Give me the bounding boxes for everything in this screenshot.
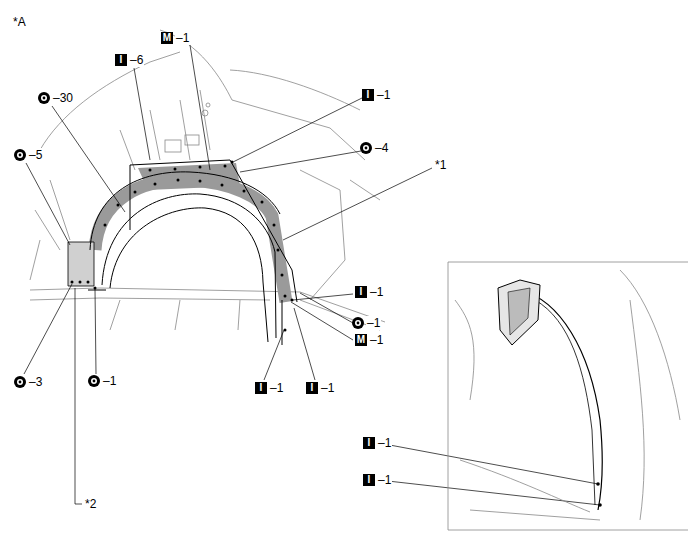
callout-number: –1: [377, 473, 392, 487]
callout-number: –1: [369, 285, 384, 299]
callout-number: –1: [369, 333, 384, 347]
callout-number: *1: [434, 158, 447, 172]
callout-number: –3: [28, 375, 43, 389]
callout-number: *A: [12, 15, 27, 29]
callout-number: –1: [269, 381, 284, 395]
callout-number: –6: [129, 53, 144, 67]
weld-symbol-letter: I: [355, 286, 367, 298]
weld-symbol-letter: I: [115, 54, 127, 66]
callout-number: –5: [28, 148, 43, 162]
callout-number: –1: [376, 88, 391, 102]
weld-symbol-letter: I: [255, 382, 267, 394]
weld-symbol-letter: I: [362, 89, 374, 101]
weld-symbol-letter: M: [161, 32, 173, 44]
callout-number: –1: [175, 31, 190, 45]
callout-number: –1: [366, 316, 381, 330]
weld-symbol-letter: I: [363, 437, 375, 449]
callout-number: –30: [52, 91, 74, 105]
callout-number: *2: [84, 497, 97, 511]
callout-number: –1: [102, 374, 117, 388]
weld-symbol-letter: M: [355, 334, 367, 346]
weld-symbol-letter: I: [363, 474, 375, 486]
callout-number: –4: [374, 141, 389, 155]
callout-number: –1: [320, 381, 335, 395]
callout-number: –1: [377, 436, 392, 450]
weld-symbol-letter: I: [306, 382, 318, 394]
